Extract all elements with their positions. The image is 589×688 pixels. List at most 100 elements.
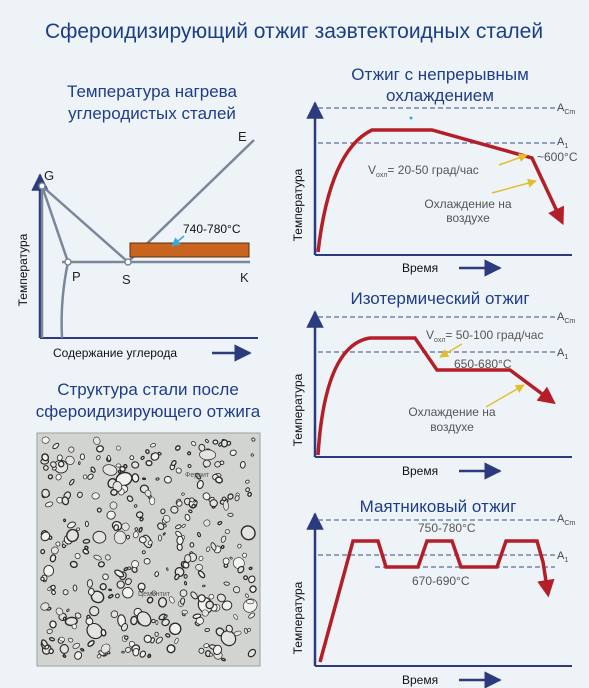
cementite-particle — [82, 538, 91, 544]
cementite-particle — [87, 473, 94, 480]
cementite-particle — [84, 520, 89, 527]
pendulum-title: Маятниковый отжиг — [360, 497, 517, 516]
cementite-particle — [189, 497, 195, 503]
cementite-particle — [146, 596, 154, 604]
cementite-particle — [170, 459, 177, 467]
cementite-particle — [163, 614, 168, 619]
cementite-particle — [113, 524, 120, 532]
cementite-particle — [144, 489, 152, 497]
cementite-particle — [78, 461, 81, 465]
cementite-particle — [239, 461, 246, 469]
cementite-particle — [181, 523, 186, 528]
cementite-particle — [107, 455, 111, 461]
cementite-particle — [132, 531, 139, 539]
cementite-particle — [102, 464, 118, 476]
cementite-particle — [66, 608, 70, 613]
cementite-particle — [76, 527, 80, 531]
cementite-particle — [204, 627, 210, 633]
cementite-particle — [138, 536, 147, 544]
cementite-particle — [157, 451, 162, 456]
continuous-acm-label: ACm — [557, 102, 575, 116]
cementite-particle — [214, 476, 224, 484]
cementite-particle — [110, 488, 118, 496]
cementite-particle — [43, 465, 49, 471]
cementite-particle — [72, 642, 81, 649]
cementite-particle — [188, 509, 193, 514]
isothermal-air-line2: воздухе — [430, 420, 474, 434]
heating-x-label: Содержание углерода — [53, 346, 177, 360]
cementite-particle — [92, 530, 107, 544]
cementite-particle — [248, 612, 256, 619]
cementite-particle — [58, 636, 66, 642]
cementite-particle — [56, 454, 63, 461]
structure-title-line1: Структура стали после — [57, 380, 239, 399]
continuous-dot — [409, 116, 413, 120]
cementite-particle — [202, 492, 211, 501]
cementite-particle — [223, 500, 229, 511]
cementite-particle — [86, 579, 93, 588]
cementite-particle — [52, 442, 60, 450]
cementite-particle — [40, 602, 50, 611]
cementite-particle — [67, 637, 74, 643]
cementite-particle — [50, 584, 56, 591]
cementite-particle — [197, 594, 206, 603]
cementite-particle — [243, 575, 249, 581]
cementite-particle — [226, 440, 232, 446]
line-G-S — [41, 185, 129, 263]
label-K: K — [240, 270, 249, 285]
cementite-particle — [63, 518, 67, 523]
cementite-particle — [89, 605, 100, 617]
cementite-particle — [221, 600, 233, 611]
cementite-particle — [227, 512, 234, 517]
cementite-particle — [197, 570, 206, 579]
cementite-particle — [49, 620, 57, 629]
cementite-particle — [129, 455, 135, 461]
cementite-particle — [205, 600, 215, 610]
cementite-particle — [40, 531, 51, 542]
cementite-particle — [43, 579, 47, 583]
pendulum-acm-label: ACm — [557, 513, 575, 527]
cementite-particle — [198, 443, 206, 452]
cementite-particle — [85, 617, 94, 626]
heating-diagram: Температура нагрева углеродистых сталей … — [16, 82, 258, 362]
cementite-particle — [240, 525, 256, 541]
cementite-particle — [95, 445, 105, 453]
cementite-particle — [175, 467, 182, 474]
cementite-particle — [250, 453, 254, 457]
isothermal-curve — [316, 336, 556, 456]
cementite-particle — [225, 624, 233, 633]
cementite-particle — [183, 574, 188, 579]
isothermal-air-line1: Охлаждение на — [408, 405, 496, 419]
cementite-particle — [64, 616, 78, 627]
cementite-particle — [165, 633, 171, 638]
cementite-particle — [166, 567, 169, 571]
cementite-particle — [163, 514, 171, 523]
cementite-particle — [237, 565, 245, 574]
isothermal-a1-label: A1 — [557, 347, 568, 361]
heating-y-label: Температура — [16, 233, 30, 306]
pendulum-upper-label: 750-780°C — [418, 521, 476, 535]
cementite-particle — [190, 591, 198, 600]
pendulum-lower-label: 670-690°C — [412, 574, 470, 588]
cementite-particle — [196, 479, 204, 490]
continuous-x-label: Время — [402, 261, 438, 275]
cementite-particle — [234, 495, 240, 502]
cementite-particle — [82, 474, 88, 480]
cementite-particle — [115, 445, 121, 451]
cementite-particle — [133, 504, 138, 508]
cementite-particle — [139, 588, 144, 593]
cementite-particle — [127, 566, 132, 570]
cementite-particle — [157, 534, 162, 542]
cementite-particle — [71, 623, 77, 630]
cementite-particle — [176, 500, 183, 507]
cementite-particle — [76, 491, 83, 498]
cementite-particle — [155, 477, 160, 481]
cementite-particle — [245, 479, 250, 484]
cementite-particle — [227, 493, 234, 500]
cementite-particle — [195, 564, 204, 571]
label-G: G — [44, 168, 54, 183]
cementite-particle — [174, 637, 179, 644]
cementite-particle — [113, 530, 127, 545]
cementite-particle — [44, 501, 54, 508]
cementite-particle — [208, 594, 215, 600]
